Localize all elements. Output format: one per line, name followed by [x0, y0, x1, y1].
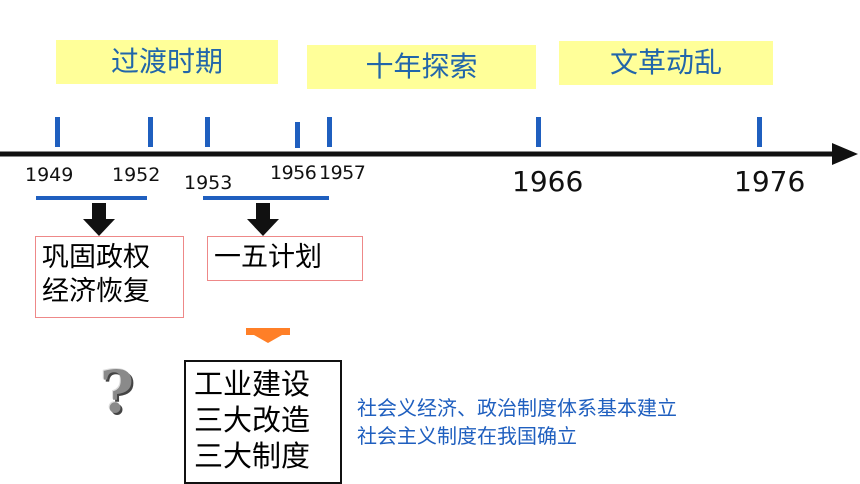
- box-line: 三大改造: [194, 403, 311, 437]
- orange-arrow-icon: [246, 328, 290, 343]
- box-line: 经济恢复: [42, 276, 150, 307]
- question-mark-icon: ?: [100, 358, 134, 426]
- box-line: 三大制度: [194, 439, 311, 473]
- year-label-1976: 1976: [734, 165, 806, 198]
- box-first-five-year-plan: 一五计划: [207, 236, 363, 281]
- period-transition: 过渡时期: [56, 40, 278, 84]
- box-line: 一五计划: [214, 242, 322, 273]
- tick-1966: [536, 117, 541, 147]
- tick-1953: [205, 117, 210, 147]
- year-label-1957: 1957: [319, 162, 366, 184]
- period-exploration: 十年探索: [307, 45, 536, 89]
- box-consolidate-recovery: 巩固政权 经济恢复: [35, 236, 184, 318]
- tick-1976: [757, 117, 762, 147]
- year-label-1956: 1956: [270, 162, 317, 184]
- timeline-axis: [0, 143, 858, 165]
- box-line: 巩固政权: [42, 242, 150, 273]
- box-industry-reforms: 工业建设 三大改造 三大制度: [184, 360, 342, 484]
- tick-1957: [327, 117, 332, 147]
- year-label-1949: 1949: [25, 164, 74, 186]
- period-cultural-revolution: 文革动乱: [559, 41, 773, 85]
- year-label-1952: 1952: [112, 164, 161, 186]
- tick-1952: [148, 117, 153, 147]
- tick-1949: [55, 117, 60, 147]
- arrow-down-icon: [247, 203, 279, 236]
- box-line: 工业建设: [194, 367, 311, 401]
- arrow-down-icon: [83, 203, 115, 236]
- year-label-1966: 1966: [512, 165, 584, 198]
- bracket-1949-1952: [36, 196, 147, 200]
- bracket-1953-1957: [203, 196, 329, 200]
- year-label-1953: 1953: [184, 172, 233, 194]
- note-socialism-established: 社会主义制度在我国确立: [357, 424, 577, 448]
- tick-1956: [295, 122, 300, 148]
- note-system-established: 社会义经济、政治制度体系基本建立: [357, 396, 677, 420]
